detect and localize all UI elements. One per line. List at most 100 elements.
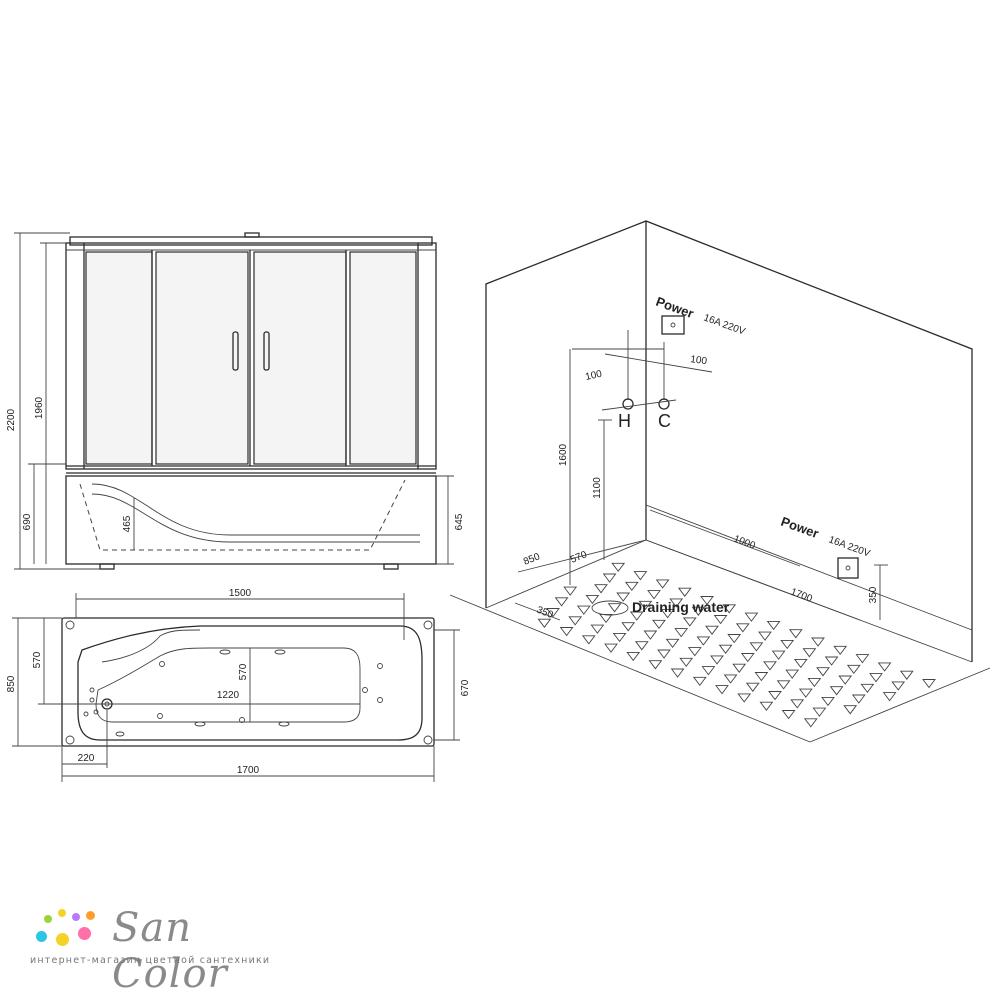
- floor-tile-mark: [812, 707, 827, 717]
- floor-tile-mark: [718, 644, 733, 654]
- floor-tile-mark: [798, 688, 813, 698]
- floor-tile-mark: [715, 685, 729, 695]
- logo-dot: [58, 909, 66, 917]
- floor-tile-mark: [781, 710, 796, 720]
- door-handle-left: [232, 331, 239, 371]
- floor-tile-mark: [665, 638, 680, 649]
- floor-tile-mark: [648, 660, 663, 670]
- floor-tile-mark: [811, 637, 825, 647]
- floor-tile-mark: [788, 629, 803, 639]
- door-handle-right: [263, 331, 270, 371]
- floor-tile-mark: [696, 636, 711, 646]
- floor-tile-mark: [821, 696, 835, 707]
- dim-1960: 1960: [34, 396, 45, 419]
- dim-1700-room: 1700: [789, 587, 814, 605]
- floor-tile-mark: [602, 573, 617, 583]
- logo-dot: [36, 931, 47, 942]
- logo-dot: [56, 933, 69, 946]
- floor-tile-mark: [758, 631, 772, 641]
- floor-tile-mark: [633, 571, 648, 581]
- cold-pipe-icon: [658, 398, 670, 410]
- floor-tile-mark: [691, 606, 706, 616]
- dim-100-right: 100: [690, 354, 708, 367]
- room-view: Power 16A 220V H C 100 100 1600 1100 850…: [449, 220, 991, 743]
- floor-tile-mark: [657, 649, 671, 659]
- floor-tile-mark: [692, 676, 707, 687]
- floor-tile-mark: [710, 655, 724, 665]
- floor-tile-mark: [737, 693, 752, 703]
- floor-tile-mark: [655, 579, 670, 589]
- floor-tile-mark: [833, 645, 848, 656]
- floor-tile-mark: [701, 666, 716, 676]
- floor-tile-mark: [705, 625, 719, 635]
- dim-850-room: 850: [522, 551, 542, 568]
- floor-tile-mark: [611, 562, 626, 573]
- floor-tile-mark: [882, 692, 897, 702]
- dim-570-room: 570: [569, 549, 589, 566]
- brand-name: San Color: [112, 905, 228, 997]
- dim-1000: 1000: [732, 534, 757, 552]
- floor-tile-mark: [749, 642, 764, 652]
- floor-tile-mark: [599, 613, 613, 624]
- floor-tile-mark: [843, 705, 858, 715]
- power-top-spec: 16A 220V: [702, 312, 747, 337]
- floor-tile-mark: [780, 639, 795, 650]
- floor-tile-mark: [677, 587, 692, 597]
- floor-tile-mark: [568, 616, 583, 626]
- floor-tile-mark: [634, 641, 649, 651]
- floor-tile-mark: [590, 624, 605, 634]
- floor-tile-mark: [581, 635, 596, 645]
- floor-tile-pattern: [537, 562, 936, 728]
- plan-view: 1500 1220 570 850 570 670 220 1700: [6, 588, 471, 782]
- floor-tile-mark: [674, 628, 689, 638]
- floor-tile-mark: [732, 663, 747, 673]
- dim-465: 465: [122, 515, 133, 532]
- dim-690: 690: [22, 513, 33, 530]
- dim-2200: 2200: [6, 408, 17, 431]
- floor-tile-mark: [616, 592, 631, 602]
- floor-tile-mark: [790, 699, 805, 709]
- floor-tile-mark: [763, 661, 777, 671]
- floor-tile-mark: [803, 718, 818, 728]
- floor-tile-mark: [660, 609, 675, 619]
- front-view: 2200 1960 690 465 645: [6, 232, 465, 570]
- floor-tile-mark: [647, 590, 661, 600]
- floor-tile-mark: [604, 643, 618, 653]
- floor-tile-mark: [626, 651, 641, 662]
- floor-tile-mark: [776, 680, 791, 690]
- floor-tile-mark: [768, 691, 782, 701]
- logo-dot: [44, 915, 52, 923]
- floor-tile-mark: [722, 604, 737, 614]
- floor-tile-mark: [869, 673, 883, 683]
- dim-570-inner: 570: [238, 663, 249, 680]
- floor-tile-mark: [735, 623, 750, 633]
- dim-1220: 1220: [217, 690, 240, 701]
- floor-tile-mark: [670, 668, 685, 678]
- dim-850: 850: [6, 675, 17, 692]
- power-bottom-label: Power: [779, 514, 821, 541]
- dim-220: 220: [78, 753, 95, 764]
- dim-100-left: 100: [584, 369, 603, 383]
- floor-tile-mark: [745, 682, 760, 692]
- logo-dot: [86, 911, 95, 920]
- floor-tile-mark: [759, 701, 774, 711]
- dim-1500: 1500: [229, 588, 252, 599]
- floor-tile-mark: [766, 620, 781, 631]
- floor-tile-mark: [612, 632, 627, 643]
- floor-tile-mark: [621, 622, 636, 632]
- floor-tile-mark: [537, 618, 552, 628]
- floor-tile-mark: [851, 694, 866, 704]
- floor-tile-mark: [669, 598, 684, 608]
- floor-tile-mark: [624, 581, 639, 592]
- floor-tile-mark: [807, 677, 822, 688]
- floor-tile-mark: [846, 664, 861, 675]
- floor-tile-mark: [687, 647, 702, 657]
- floor-tile-mark: [744, 612, 759, 622]
- floor-tile-mark: [922, 679, 936, 689]
- power-bottom-spec: 16A 220V: [827, 534, 872, 559]
- dim-1600: 1600: [558, 443, 569, 466]
- logo-dot: [72, 913, 80, 921]
- cold-label: C: [658, 411, 671, 431]
- floor-tile-mark: [785, 669, 800, 679]
